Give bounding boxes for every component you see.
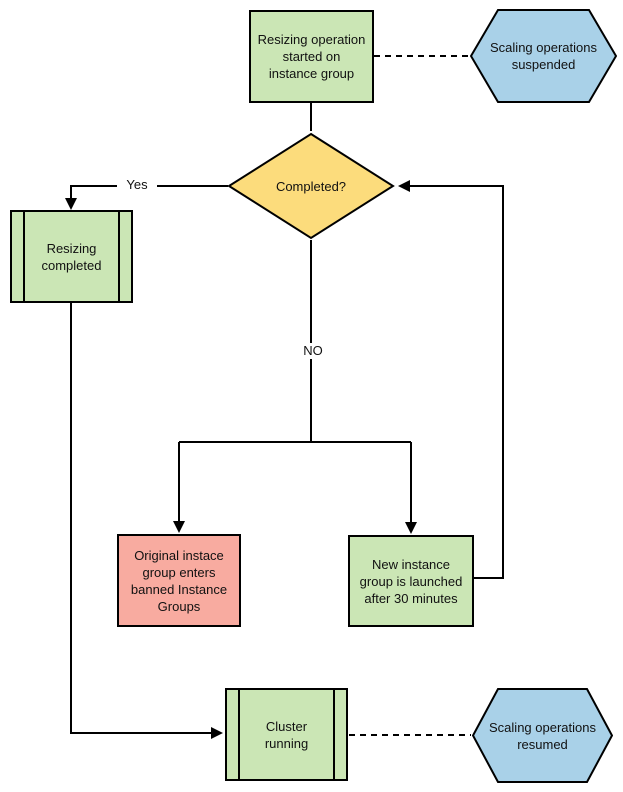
predefined-process-bar (333, 690, 335, 779)
node-decision-label: Completed? (275, 178, 347, 194)
arrowhead-into-new-instance (405, 522, 417, 534)
node-resizing-completed: Resizing completed (10, 210, 133, 303)
node-scaling-suspended-label: Scaling operations suspended (490, 40, 597, 72)
node-banned-instance-groups: Original instace group enters banned Ins… (117, 534, 241, 627)
node-scaling-resumed: Scaling operations resumed (472, 688, 613, 783)
arrowhead-yes-into-resizing-completed (65, 198, 77, 210)
node-scaling-resumed-label: Scaling operations resumed (489, 719, 596, 752)
edge-yes-branch (70, 185, 228, 198)
edge-new-instance-to-decision (410, 185, 504, 579)
node-new-instance-label: New instance group is launched after 30 … (359, 556, 463, 606)
edge-label-no: NO (295, 343, 331, 359)
node-start-process: Resizing operation started on instance g… (249, 10, 374, 103)
node-start-label: Resizing operation started on instance g… (257, 32, 366, 81)
predefined-process-bar (118, 212, 120, 301)
edge-resizing-completed-to-cluster (70, 303, 211, 734)
edge-label-yes: Yes (117, 177, 157, 193)
hexagon-shape (472, 688, 613, 783)
predefined-process-bar (23, 212, 25, 301)
node-decision-completed: Completed? (227, 132, 395, 240)
arrowhead-into-decision (398, 180, 410, 192)
node-scaling-suspended: Scaling operations suspended (470, 9, 617, 103)
arrowhead-into-cluster (211, 727, 223, 739)
node-cluster-running-label: Cluster running (264, 718, 309, 751)
diamond-shape (227, 132, 395, 240)
node-banned-label: Original instace group enters banned Ins… (130, 547, 228, 614)
node-cluster-running: Cluster running (225, 688, 348, 781)
arrowhead-into-banned (173, 521, 185, 533)
node-resizing-completed-label: Resizing completed (41, 240, 102, 273)
node-new-instance-group: New instance group is launched after 30 … (348, 535, 474, 627)
hexagon-shape (470, 9, 617, 103)
predefined-process-bar (238, 690, 240, 779)
